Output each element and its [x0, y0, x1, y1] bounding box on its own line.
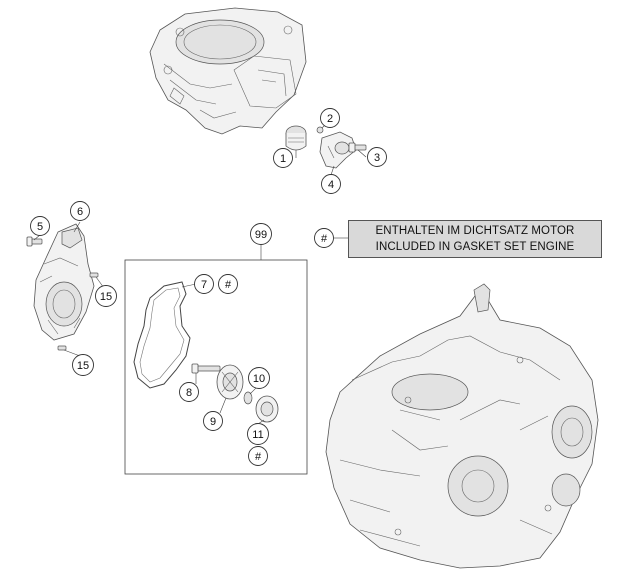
water-pump-cover-part — [33, 223, 95, 341]
callout-15-lower: 15 — [72, 354, 94, 376]
shaft-seal-part — [255, 395, 279, 423]
water-pump-gasket-part — [133, 281, 191, 389]
svg-text:7: 7 — [201, 279, 207, 291]
svg-text:15: 15 — [77, 360, 89, 372]
impeller-part — [216, 364, 244, 400]
callout-1: 1 — [273, 148, 293, 168]
gasket-set-legend: ENTHALTEN IM DICHTSATZ MOTOR INCLUDED IN… — [348, 220, 602, 258]
cylinder-part — [149, 7, 307, 135]
svg-text:#: # — [255, 451, 262, 463]
svg-text:99: 99 — [255, 229, 267, 241]
callout-7: 7 — [194, 274, 214, 294]
callout-10: 10 — [248, 367, 270, 389]
svg-text:3: 3 — [374, 152, 380, 164]
screw-part — [348, 142, 367, 153]
callout-99: 99 — [250, 223, 272, 245]
thermostat-part — [285, 125, 307, 151]
gasket-kit-frame — [124, 245, 308, 475]
callout-11-hash: # — [248, 446, 268, 466]
svg-text:8: 8 — [186, 387, 192, 399]
callout-8: 8 — [179, 382, 199, 402]
callout-11: 11 — [247, 423, 269, 445]
legend-hash-symbol: # — [314, 228, 334, 248]
svg-text:#: # — [225, 279, 232, 291]
callout-5: 5 — [30, 216, 50, 236]
callout-9: 9 — [203, 411, 223, 431]
svg-text:4: 4 — [328, 179, 334, 191]
washer-part — [243, 391, 253, 405]
svg-text:5: 5 — [37, 221, 43, 233]
svg-text:11: 11 — [252, 429, 263, 441]
callout-7-hash: # — [218, 274, 238, 294]
svg-text:9: 9 — [210, 416, 216, 428]
svg-text:6: 6 — [77, 206, 83, 218]
svg-text:2: 2 — [327, 113, 333, 125]
svg-text:15: 15 — [100, 291, 112, 303]
svg-text:1: 1 — [280, 153, 286, 165]
legend-line-english: INCLUDED IN GASKET SET ENGINE — [375, 241, 575, 253]
legend-line-german: ENTHALTEN IM DICHTSATZ MOTOR — [375, 225, 575, 237]
callout-15-upper: 15 — [95, 285, 117, 307]
callout-2: 2 — [320, 108, 340, 128]
callout-4: 4 — [321, 174, 341, 194]
pump-shaft-part — [191, 363, 221, 374]
svg-text:#: # — [321, 233, 328, 245]
screw-5-part — [26, 236, 43, 247]
callout-6: 6 — [70, 201, 90, 221]
svg-text:10: 10 — [253, 373, 265, 385]
o-ring-part — [316, 126, 324, 134]
screw-15-part — [57, 272, 99, 351]
crankcase-part — [325, 283, 599, 569]
callout-3: 3 — [367, 147, 387, 167]
thermostat-housing-part — [319, 131, 357, 169]
